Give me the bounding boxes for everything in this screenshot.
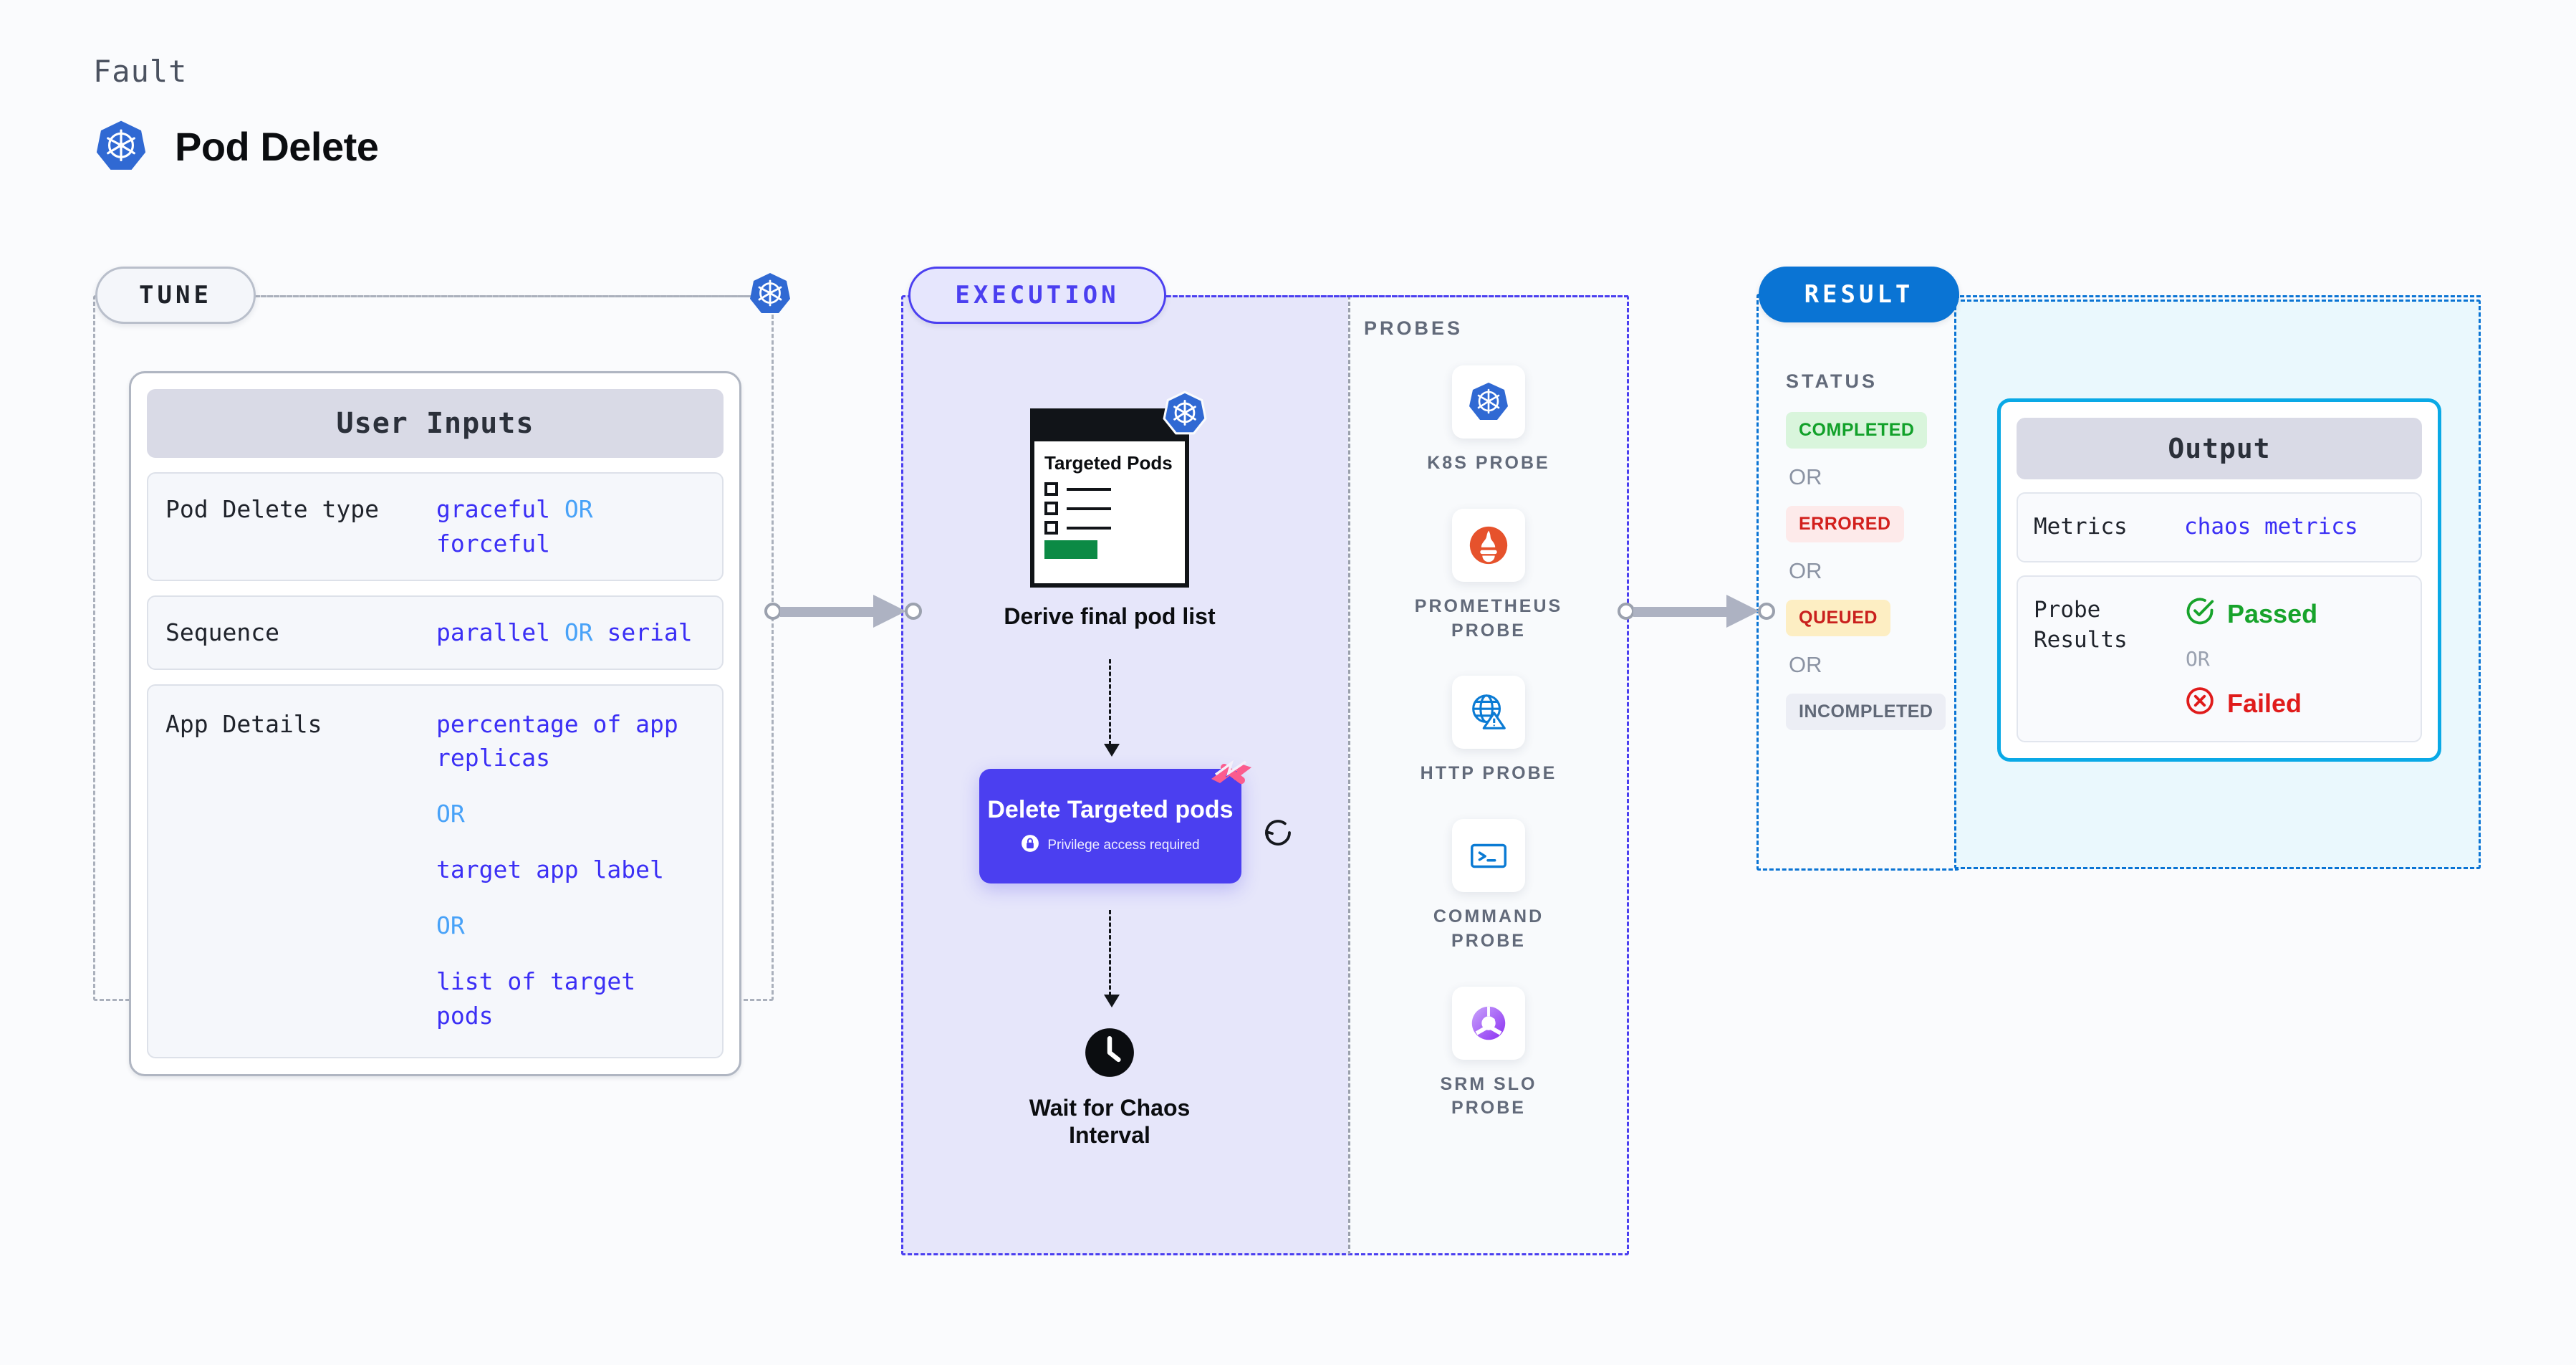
- lock-icon: [1021, 834, 1039, 857]
- status-badge: QUEUED: [1786, 600, 1890, 636]
- flow-arrow: [1104, 910, 1120, 1007]
- targeted-pods-document-icon: Targeted Pods: [1030, 391, 1207, 588]
- row-key: Probe Results: [2034, 596, 2128, 653]
- srm-slo-icon: [1452, 986, 1525, 1060]
- status-badge: INCOMPLETED: [1786, 694, 1946, 730]
- execution-pill[interactable]: EXECUTION: [908, 267, 1166, 324]
- prometheus-icon: [1452, 508, 1525, 582]
- tune-dash-line: [256, 295, 750, 297]
- row-value: parallel OR serial: [436, 618, 693, 646]
- page-title: Pod Delete: [175, 123, 379, 169]
- row-value: percentage of app replicas OR target app…: [436, 709, 678, 1030]
- execution-dash-line: [1166, 295, 1628, 297]
- row-key: Metrics: [2034, 514, 2128, 540]
- user-inputs-title: User Inputs: [147, 389, 724, 458]
- node-title: Delete Targeted pods: [987, 795, 1234, 823]
- or-separator: OR: [2186, 646, 2210, 671]
- connector-tune-to-execution: [764, 595, 922, 628]
- probe-item-k8s[interactable]: K8S PROBE: [1348, 365, 1629, 476]
- table-row: Sequence parallel OR serial: [147, 595, 724, 670]
- probes-title: PROBES: [1364, 317, 1464, 339]
- connector-execution-to-result: [1618, 595, 1775, 628]
- fault-label: Fault: [93, 54, 188, 89]
- user-inputs-card: User Inputs Pod Delete type graceful OR …: [129, 371, 741, 1077]
- table-row: Pod Delete type graceful OR forceful: [147, 472, 724, 581]
- fault-title-row: Pod Delete: [93, 118, 379, 174]
- x-circle-icon: [2184, 685, 2216, 722]
- kubernetes-icon: [93, 118, 149, 174]
- node-caption: Derive final pod list: [1004, 603, 1216, 629]
- or-separator: OR: [1789, 652, 1822, 677]
- privilege-note: Privilege access required: [1021, 834, 1200, 857]
- flow-arrow: [1104, 659, 1120, 757]
- output-card: Output Metrics chaos metrics Probe Resul…: [1997, 398, 2441, 762]
- probe-label: HTTP PROBE: [1420, 763, 1557, 784]
- or-separator: OR: [1789, 464, 1822, 489]
- row-key: Pod Delete type: [165, 495, 380, 523]
- row-value: chaos metrics: [2184, 514, 2358, 540]
- probe-result-pass: Passed: [2184, 595, 2317, 633]
- row-value: Passed OR Failed: [2184, 595, 2317, 722]
- probe-result-fail: Failed: [2184, 685, 2317, 722]
- probe-list: K8S PROBE PROMETHEUS PROBE: [1348, 365, 1629, 1154]
- refresh-icon[interactable]: [1261, 815, 1295, 853]
- probe-item-srm-slo[interactable]: SRM SLO PROBE: [1348, 986, 1629, 1121]
- probe-item-prometheus[interactable]: PROMETHEUS PROBE: [1348, 508, 1629, 643]
- kubernetes-icon: [1452, 365, 1525, 439]
- harness-logo-icon: [1210, 759, 1254, 803]
- table-row: App Details percentage of app replicas O…: [147, 684, 724, 1059]
- probe-label: K8S PROBE: [1427, 453, 1550, 473]
- node-caption: Wait for Chaos Interval: [1029, 1095, 1191, 1149]
- status-badge: COMPLETED: [1786, 412, 1928, 449]
- clock-icon: [1083, 1026, 1136, 1083]
- probe-item-command[interactable]: COMMAND PROBE: [1348, 819, 1629, 954]
- probes-section-box: [1348, 295, 1629, 1255]
- table-row: Probe Results Passed OR: [2017, 575, 2422, 742]
- privilege-note-label: Privilege access required: [1047, 838, 1200, 853]
- derive-pod-list-node: Targeted Pods: [1004, 391, 1216, 630]
- result-dash-line: [1960, 295, 2481, 297]
- row-key: Sequence: [165, 618, 279, 646]
- result-pill[interactable]: RESULT: [1759, 267, 1959, 322]
- status-badge: ERRORED: [1786, 506, 1904, 542]
- status-badge-list: COMPLETED OR ERRORED OR QUEUED OR INCOMP…: [1786, 412, 1951, 730]
- table-row: Metrics chaos metrics: [2017, 492, 2422, 562]
- output-title: Output: [2017, 418, 2422, 479]
- probe-pass-label: Passed: [2227, 598, 2318, 628]
- probe-item-http[interactable]: HTTP PROBE: [1348, 676, 1629, 786]
- probe-label: PROMETHEUS PROBE: [1414, 595, 1563, 641]
- kubernetes-icon: [1161, 390, 1208, 441]
- tune-pill[interactable]: TUNE: [95, 267, 256, 324]
- delete-targeted-pods-node[interactable]: Delete Targeted pods Privilege access re…: [979, 760, 1251, 883]
- globe-warning-icon: [1452, 676, 1525, 749]
- row-value: graceful OR forceful: [436, 495, 593, 557]
- document-title: Targeted Pods: [1044, 452, 1173, 474]
- wait-for-chaos-interval-node: Wait for Chaos Interval: [1020, 1026, 1199, 1149]
- probe-label: COMMAND PROBE: [1433, 906, 1544, 951]
- result-status-box: [1756, 294, 1959, 871]
- terminal-icon: [1452, 819, 1525, 892]
- probe-label: SRM SLO PROBE: [1440, 1073, 1537, 1119]
- or-separator: OR: [1789, 558, 1822, 583]
- kubernetes-icon: [747, 271, 793, 320]
- row-key: App Details: [165, 709, 322, 738]
- check-circle-icon: [2184, 595, 2216, 633]
- status-title: STATUS: [1786, 370, 1878, 392]
- probe-fail-label: Failed: [2227, 688, 2302, 718]
